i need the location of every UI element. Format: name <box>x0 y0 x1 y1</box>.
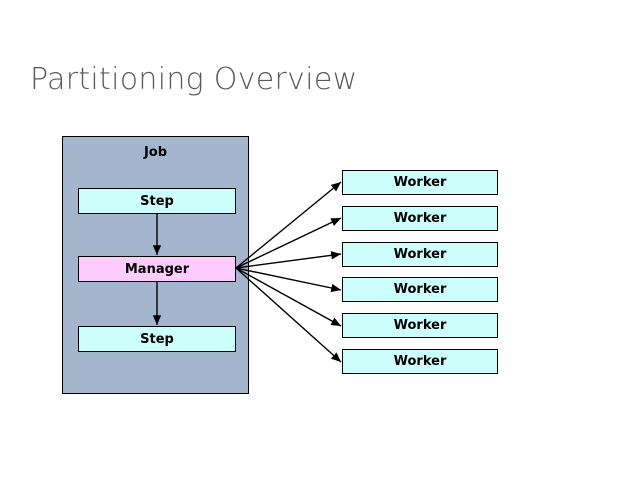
page-title: Partitioning Overview <box>30 62 358 97</box>
node-manager-label: Manager <box>124 261 190 277</box>
manager-to-worker-arrow <box>235 217 342 269</box>
node-step-bottom-label: Step <box>140 331 174 347</box>
node-worker-label: Worker <box>393 247 447 262</box>
node-worker[interactable]: Worker <box>342 206 498 231</box>
fan-arrow-group <box>235 181 342 363</box>
manager-to-worker-arrow <box>235 267 342 327</box>
node-worker-label: Worker <box>393 175 447 190</box>
node-worker-label: Worker <box>393 282 447 297</box>
node-worker-label: Worker <box>393 354 447 369</box>
node-worker[interactable]: Worker <box>342 277 498 302</box>
node-worker[interactable]: Worker <box>342 170 498 195</box>
node-manager[interactable]: Manager <box>78 256 236 282</box>
node-worker-label: Worker <box>393 318 447 333</box>
node-step-bottom[interactable]: Step <box>78 326 236 352</box>
node-step-top[interactable]: Step <box>78 188 236 214</box>
node-step-top-label: Step <box>140 193 174 209</box>
manager-to-worker-arrow <box>235 267 342 293</box>
node-worker[interactable]: Worker <box>342 242 498 267</box>
node-worker[interactable]: Worker <box>342 313 498 338</box>
manager-to-worker-arrow <box>235 251 342 269</box>
manager-to-worker-arrow <box>235 267 342 363</box>
node-worker[interactable]: Worker <box>342 349 498 374</box>
job-label: Job <box>143 145 168 160</box>
manager-to-worker-arrow <box>235 181 342 269</box>
node-worker-label: Worker <box>393 211 447 226</box>
